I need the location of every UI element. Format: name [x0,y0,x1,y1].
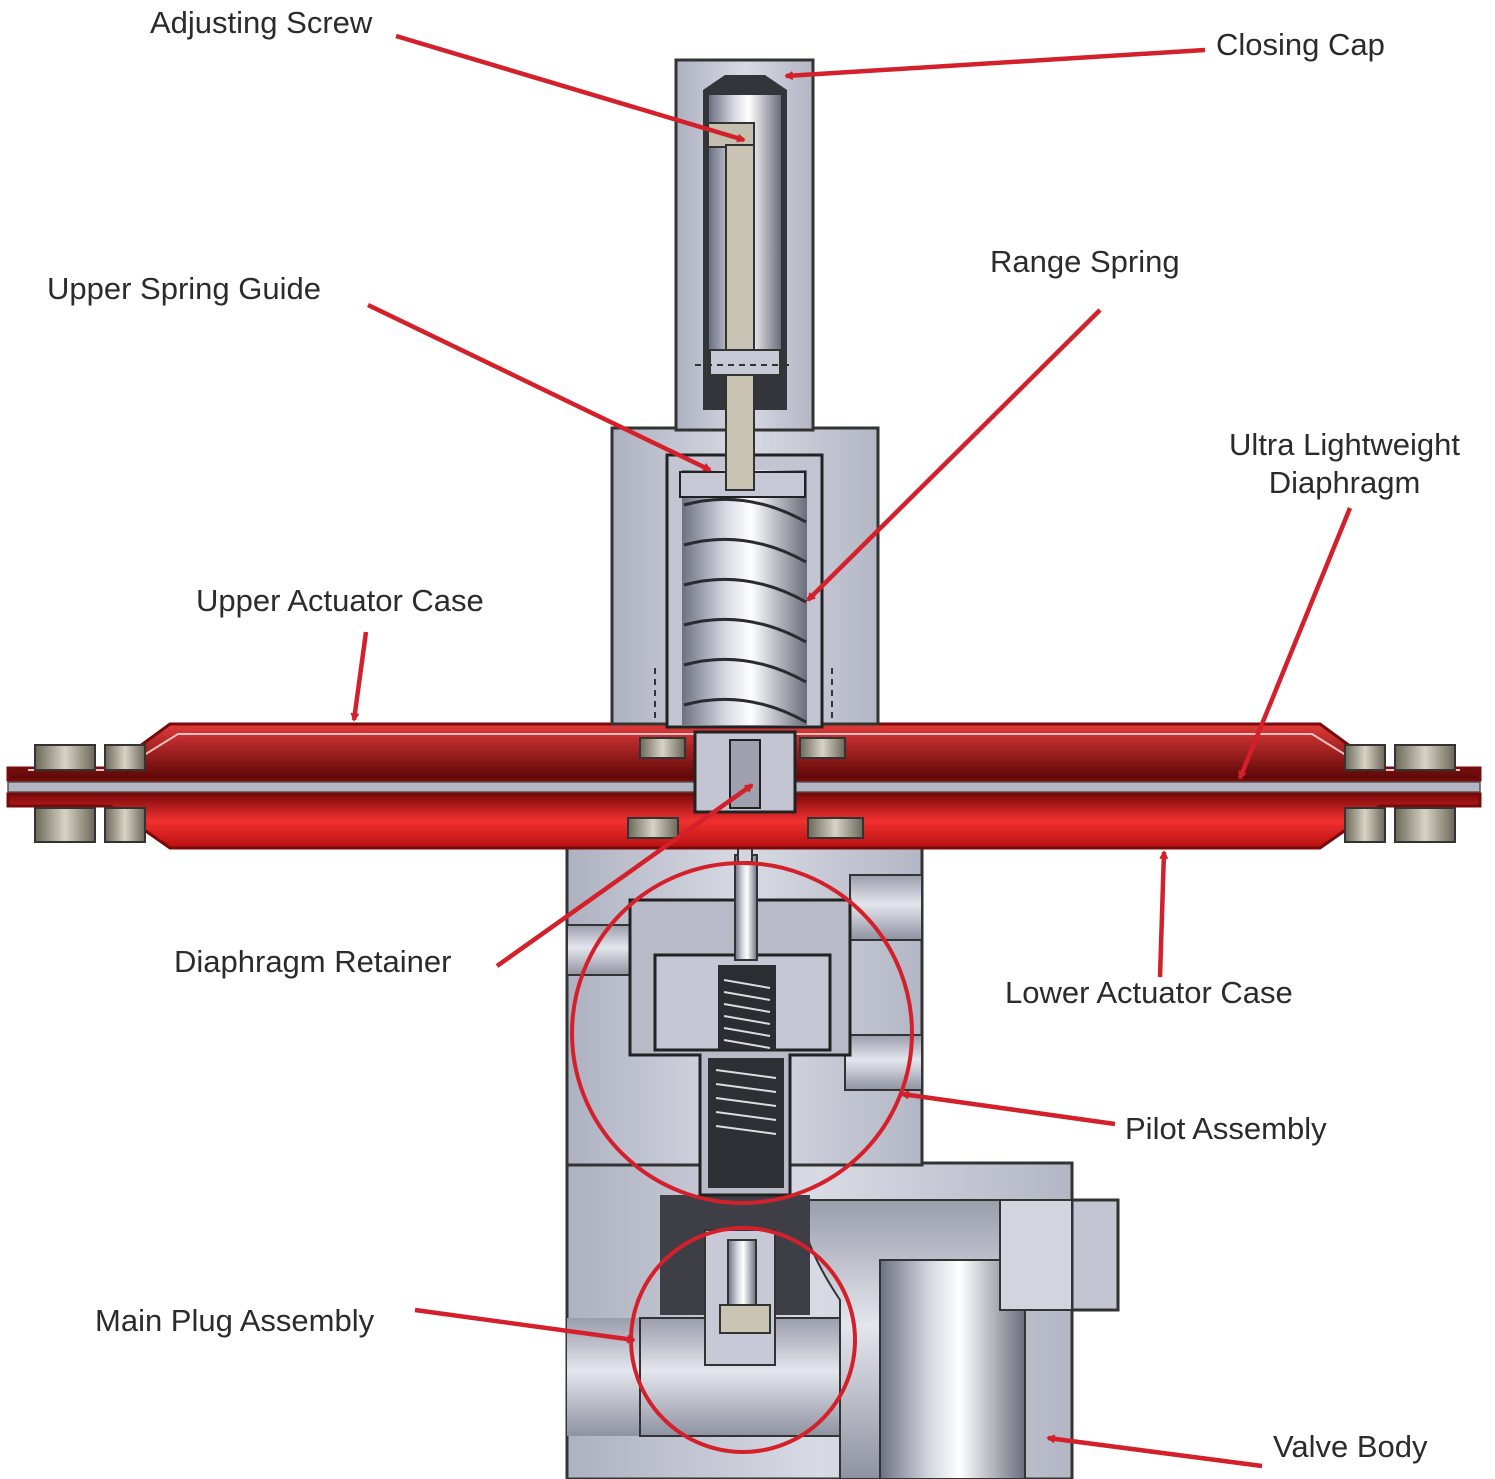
ultra-lightweight-diaphragm-arrow [1237,507,1353,778]
closing-cap-label: Closing Cap [1216,27,1385,62]
lower-actuator-case-arrow [1157,852,1164,978]
diaphragm-retainer-label: Diaphragm Retainer [174,944,452,979]
range-spring-arrow [806,308,1102,602]
upper-spring-guide-arrow [367,302,710,473]
range-spring-label: Range Spring [990,244,1180,279]
pilot-body-part [565,811,924,1197]
upper-actuator-case-arrow [354,631,369,720]
diaphragm-retainer-arrow [495,783,752,968]
pilot-assembly-arrow [902,1094,1116,1127]
closing-cap-part [674,58,815,491]
actuator-case-part [6,722,1482,850]
valve-body-label: Valve Body [1273,1429,1428,1464]
valve-body-arrow [1048,1438,1263,1469]
upper-actuator-case-label: Upper Actuator Case [196,583,484,618]
pilot-assembly-label: Pilot Assembly [1125,1111,1327,1146]
adjusting-screw-label: Adjusting Screw [150,5,373,40]
closing-cap-arrow [786,47,1206,76]
diaphragm-label: Diaphragm [1268,465,1421,500]
adjusting-screw-arrow [395,33,744,140]
pilot-assembly-circle [570,861,914,1205]
upper-spring-guide-label: Upper Spring Guide [47,271,321,306]
lower-actuator-case-label: Lower Actuator Case [1005,975,1293,1010]
main-plug-assembly-arrow [414,1307,634,1340]
ultra-lightweight-label: Ultra Lightweight [1229,427,1460,462]
valve-body-part [565,1161,1120,1479]
main-plug-assembly-label: Main Plug Assembly [95,1303,375,1338]
